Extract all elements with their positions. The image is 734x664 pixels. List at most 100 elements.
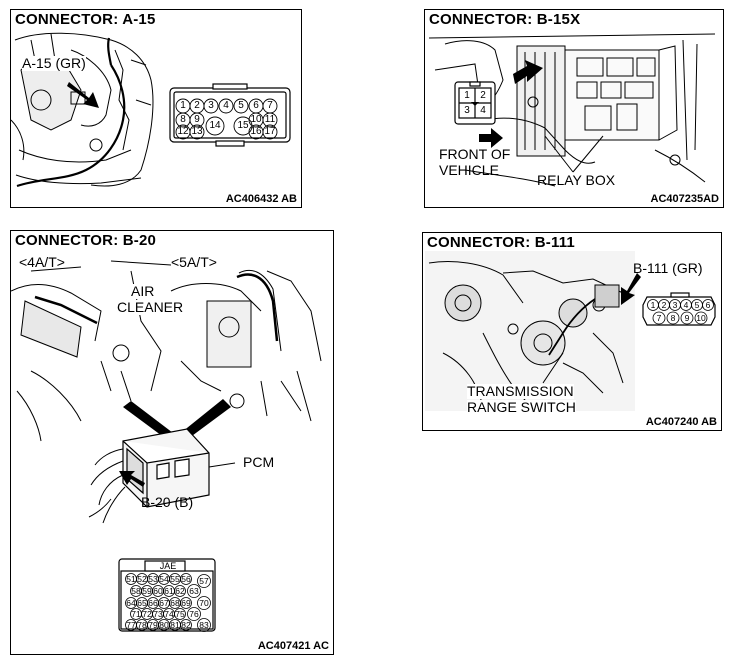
a15-pin-ring — [205, 116, 225, 136]
b20-pin-62: 62 — [175, 586, 185, 596]
b111-pin-ring — [666, 311, 680, 325]
b111-callout-label: B-111 (GR) — [633, 260, 703, 276]
b20-cleaner-label: CLEANER — [117, 299, 184, 315]
b111-pin-6: 6 — [705, 300, 711, 310]
b111-pin-ring — [652, 311, 666, 325]
b20-jae-label: JAE — [159, 561, 177, 571]
b111-figure-code: AC407240 AB — [645, 416, 717, 428]
b15x-pin-1: 1 — [464, 90, 470, 101]
b20-pin-61: 61 — [164, 586, 174, 596]
b15x-pin-2: 2 — [480, 90, 486, 101]
b111-pin-7: 7 — [656, 312, 662, 323]
b20-pin-63: 63 — [189, 586, 199, 596]
b20-pin-60: 60 — [153, 586, 163, 596]
b20-pin-ring — [187, 584, 201, 598]
a15-callout-label: A-15 (GR) — [22, 55, 86, 71]
b20-pin-ring — [180, 573, 192, 585]
b20-figure-code: AC407421 AC — [257, 640, 329, 652]
b15x-title: CONNECTOR: B-15X — [429, 11, 581, 28]
a15-pin-3: 3 — [208, 100, 214, 111]
b15x-vehicle-label: VEHICLE — [439, 162, 499, 178]
b20-pin-75: 75 — [175, 609, 185, 619]
a15-pin-ring — [189, 124, 205, 140]
a15-pin-ring — [218, 98, 234, 114]
b20-pin-83: 83 — [199, 620, 209, 630]
b111-range-label: RANGE SWITCH — [467, 399, 576, 415]
b111-pin-5: 5 — [694, 300, 700, 310]
b20-pin-78: 78 — [137, 620, 147, 630]
b15x-pin-4: 4 — [480, 105, 486, 116]
b111-transmission-illustration — [425, 251, 716, 411]
b20-air-label: AIR — [131, 283, 155, 299]
b20-pin-51: 51 — [126, 574, 136, 584]
a15-pin-1: 1 — [180, 100, 186, 111]
b20-pin-59: 59 — [142, 586, 152, 596]
b20-pin-54: 54 — [159, 574, 169, 584]
b20-pin-66: 66 — [148, 598, 158, 608]
a15-pin-ring — [262, 112, 278, 128]
b20-pin-52: 52 — [137, 574, 147, 584]
b20-pin-70: 70 — [199, 598, 209, 608]
b20-pcm-illustration — [11, 260, 322, 632]
b20-4at-label: <4A/T> — [19, 254, 65, 270]
b20-pin-71: 71 — [131, 609, 141, 619]
a15-pin-5: 5 — [238, 100, 244, 111]
b111-pin-10: 10 — [696, 312, 706, 323]
a15-pin-12: 12 — [177, 126, 189, 137]
b111-pin-ring — [694, 311, 708, 325]
a15-pin-ring — [203, 98, 219, 114]
b20-pin-ring — [197, 596, 211, 610]
b20-pin-ring — [197, 618, 211, 632]
a15-pin-11: 11 — [264, 114, 276, 125]
b20-pin-65: 65 — [137, 598, 147, 608]
b20-pin-73: 73 — [153, 609, 163, 619]
a15-pin-13: 13 — [191, 126, 203, 137]
b20-pin-68: 68 — [170, 598, 180, 608]
panel-connector-b20: CONNECTOR: B-20 <4A/T> <5A/T> AIR CLEANE… — [10, 230, 334, 655]
b20-pin-ring — [197, 574, 211, 588]
b20-pin-77: 77 — [126, 620, 136, 630]
b15x-relaybox-illustration — [428, 33, 716, 187]
b20-pin-80: 80 — [159, 620, 169, 630]
b20-pin-81: 81 — [170, 620, 180, 630]
b20-title: CONNECTOR: B-20 — [15, 232, 157, 249]
a15-pin-2: 2 — [194, 100, 200, 111]
b20-pcm-label: PCM — [243, 454, 275, 470]
b20-5at-label: <5A/T> — [171, 254, 217, 270]
b20-pin-69: 69 — [181, 598, 191, 608]
b111-pin-ring — [702, 299, 714, 311]
a15-pin-7: 7 — [267, 100, 273, 111]
a15-pin-15: 15 — [237, 120, 249, 131]
b20-pin-57: 57 — [199, 576, 209, 586]
b20-pin-72: 72 — [142, 609, 152, 619]
b20-pin-ring — [180, 619, 192, 631]
b111-pin-8: 8 — [670, 312, 676, 323]
b20-pin-ring — [180, 597, 192, 609]
b15x-figure-code: AC407235AD — [650, 193, 719, 205]
b20-pin-74: 74 — [164, 609, 174, 619]
a15-pin-ring — [233, 98, 249, 114]
a15-pin-17: 17 — [264, 126, 276, 137]
b20-pin-56: 56 — [181, 574, 191, 584]
a15-pin-4: 4 — [223, 100, 229, 111]
b20-callout-label: B-20 (B) — [141, 494, 194, 510]
b20-pin-76: 76 — [189, 609, 199, 619]
b111-pin-4: 4 — [683, 300, 689, 310]
a15-pin-ring — [189, 112, 205, 128]
b111-pin-9: 9 — [684, 312, 690, 323]
b20-pin-ring — [187, 607, 201, 621]
b111-pin-ring — [680, 311, 694, 325]
a15-pin-8: 8 — [180, 114, 186, 125]
b111-title: CONNECTOR: B-111 — [427, 234, 575, 251]
b20-pin-53: 53 — [148, 574, 158, 584]
b20-pin-55: 55 — [170, 574, 180, 584]
a15-pin-16: 16 — [250, 126, 262, 137]
b20-pin-ring — [174, 585, 186, 597]
b15x-front-label: FRONT OF — [439, 146, 511, 162]
b20-pin-67: 67 — [159, 598, 169, 608]
a15-engine-illustration — [11, 28, 291, 198]
b20-pin-58: 58 — [131, 586, 141, 596]
